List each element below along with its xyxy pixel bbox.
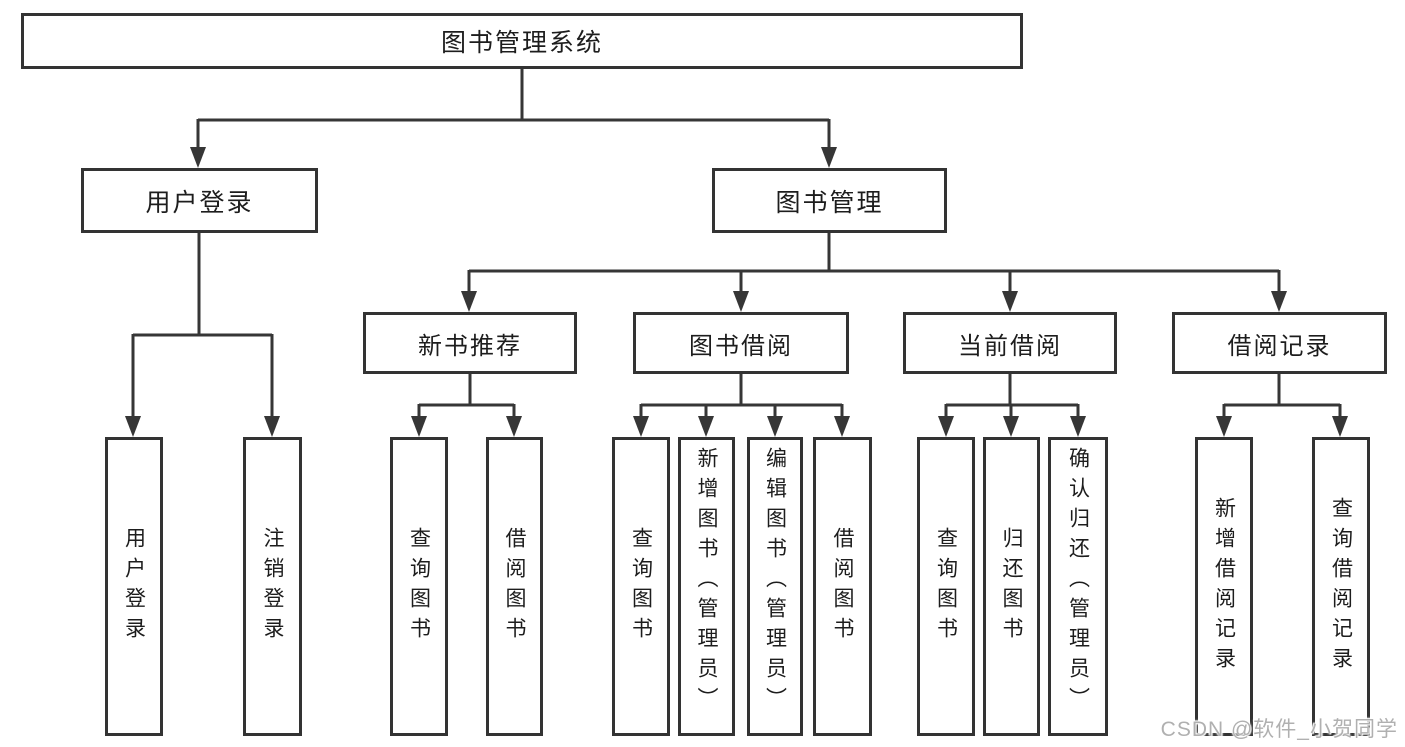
node-user-login: 用户登录: [81, 168, 318, 233]
leaf-user-login: 用户登录: [105, 437, 163, 736]
arrowhead-icon: [1271, 291, 1287, 312]
arrowheads: [125, 147, 1348, 437]
node-label: 当前借阅: [958, 332, 1062, 360]
arrowhead-icon: [506, 416, 522, 437]
leaf-label: 新增图书（管理员）: [695, 447, 718, 717]
leaf-label: 借阅图书: [503, 526, 526, 647]
leaf-query-book-1: 查询图书: [390, 437, 448, 736]
leaf-add-borrow-record: 新增借阅记录: [1195, 437, 1253, 736]
arrowhead-icon: [1003, 416, 1019, 437]
arrowhead-icon: [821, 147, 837, 168]
leaf-label: 查询图书: [934, 526, 958, 647]
leaf-query-book-2: 查询图书: [612, 437, 670, 736]
connector-userlogin-to-leaves: [131, 233, 274, 419]
arrowhead-icon: [834, 416, 850, 437]
connector-newbookrec-to-leaves: [417, 374, 516, 418]
arrowhead-icon: [125, 416, 141, 437]
leaf-return-book: 归还图书: [983, 437, 1040, 736]
arrowhead-icon: [264, 416, 280, 437]
leaf-label: 注销登录: [261, 526, 284, 647]
leaf-borrow-book-2: 借阅图书: [813, 437, 872, 736]
arrowhead-icon: [190, 147, 206, 168]
leaf-label: 借阅图书: [831, 526, 854, 647]
leaf-query-book-3: 查询图书: [917, 437, 975, 736]
arrowhead-icon: [698, 416, 714, 437]
connector-root-to-level2: [196, 69, 831, 150]
arrowhead-icon: [411, 416, 427, 437]
connector-currentborrow-to-leaves: [944, 374, 1080, 418]
leaf-edit-book-admin: 编辑图书（管理员）: [747, 437, 803, 736]
leaf-label: 确认归还（管理员）: [1066, 447, 1090, 717]
connector-bookmgmt-to-level3: [467, 233, 1281, 292]
node-label: 图书管理: [775, 188, 884, 217]
leaf-label: 编辑图书（管理员）: [763, 447, 787, 717]
node-new-book-recommend: 新书推荐: [363, 312, 577, 374]
arrowhead-icon: [767, 416, 783, 437]
node-label: 图书管理系统: [440, 29, 603, 57]
arrowhead-icon: [633, 416, 649, 437]
node-book-management: 图书管理: [712, 168, 947, 233]
leaf-label: 查询图书: [407, 526, 431, 647]
arrowhead-icon: [1216, 416, 1232, 437]
arrowhead-icon: [938, 416, 954, 437]
leaf-borrow-book-1: 借阅图书: [486, 437, 543, 736]
node-book-borrow: 图书借阅: [633, 312, 849, 374]
node-label: 新书推荐: [418, 332, 522, 360]
leaf-label: 归还图书: [1000, 526, 1023, 647]
leaf-label: 新增借阅记录: [1212, 496, 1236, 677]
node-label: 图书借阅: [689, 332, 793, 360]
arrowhead-icon: [733, 291, 749, 312]
arrowhead-icon: [1002, 291, 1018, 312]
arrowhead-icon: [461, 291, 477, 312]
arrowhead-icon: [1332, 416, 1348, 437]
leaf-confirm-return-admin: 确认归还（管理员）: [1048, 437, 1108, 736]
arrowhead-icon: [1070, 416, 1086, 437]
connector-borrowrecord-to-leaves: [1222, 374, 1342, 418]
leaf-label: 查询借阅记录: [1329, 496, 1353, 677]
connector-bookborrow-to-leaves: [639, 374, 844, 418]
node-label: 用户登录: [145, 188, 254, 217]
leaf-add-book-admin: 新增图书（管理员）: [678, 437, 735, 736]
csdn-watermark: CSDN @软件_小贺同学: [1160, 718, 1398, 741]
node-current-borrow: 当前借阅: [903, 312, 1117, 374]
leaf-label: 用户登录: [122, 526, 146, 647]
leaf-query-borrow-record: 查询借阅记录: [1312, 437, 1370, 736]
node-library-system: 图书管理系统: [21, 13, 1023, 69]
node-borrow-records: 借阅记录: [1172, 312, 1387, 374]
leaf-logout: 注销登录: [243, 437, 302, 736]
leaf-label: 查询图书: [629, 526, 653, 647]
node-label: 借阅记录: [1227, 332, 1332, 360]
